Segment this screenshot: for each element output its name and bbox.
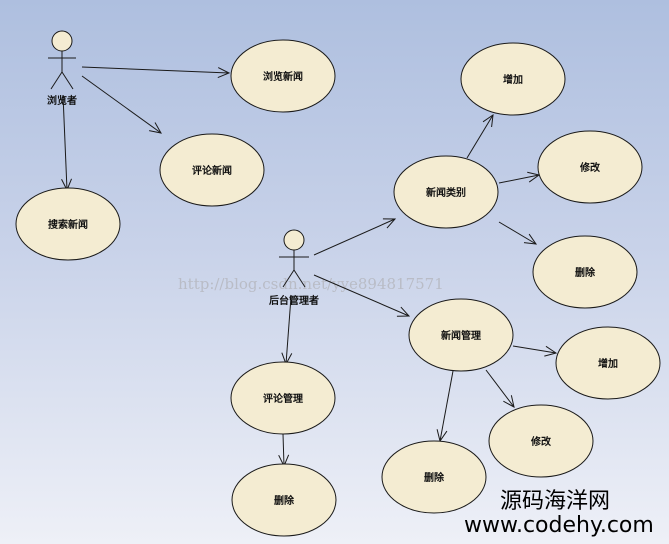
association-news-category-to-category-add <box>466 113 494 159</box>
usecase-category-edit: 修改 <box>537 130 643 204</box>
association-news-category-to-category-edit <box>498 171 541 184</box>
usecase-category-edit-label: 修改 <box>579 161 601 174</box>
association-news-manage-to-manage-edit <box>485 369 515 408</box>
association-admin-to-comment-manage <box>281 296 293 366</box>
usecase-search-news-label: 搜索新闻 <box>48 218 88 231</box>
actor-admin-left-leg <box>282 269 295 288</box>
usecase-comment-manage: 评论管理 <box>230 361 336 435</box>
usecase-manage-edit-label: 修改 <box>530 435 552 448</box>
usecase-news-category: 新闻类别 <box>393 155 499 229</box>
association-browser-to-browse-news <box>81 66 231 79</box>
usecase-manage-delete: 删除 <box>381 440 487 514</box>
association-admin-to-news-manage <box>313 274 411 317</box>
usecase-category-delete: 删除 <box>532 235 638 309</box>
actor-admin-head <box>283 229 305 251</box>
usecase-comment-news: 评论新闻 <box>159 133 265 207</box>
watermark-blog-url: http://blog.csdn.net/yye894817571 <box>178 275 444 293</box>
association-comment-manage-to-comment-delete <box>278 433 290 468</box>
usecase-comment-manage-label: 评论管理 <box>263 392 303 405</box>
association-news-category-to-category-delete <box>498 221 538 245</box>
actor-admin: 后台管理者 <box>269 229 319 307</box>
watermark-site-url: www.codehy.com <box>464 513 654 538</box>
usecase-manage-add: 增加 <box>555 326 661 400</box>
actor-browser: 浏览者 <box>47 30 77 107</box>
usecase-news-category-label: 新闻类别 <box>426 186 466 199</box>
watermark-site-name: 源码海洋网 <box>500 489 610 514</box>
usecase-news-manage-label: 新闻管理 <box>441 329 481 342</box>
association-admin-to-news-category <box>313 218 397 256</box>
actor-browser-label: 浏览者 <box>47 94 77 107</box>
actor-admin-right-leg <box>293 269 306 288</box>
usecase-news-manage: 新闻管理 <box>408 298 514 372</box>
usecase-manage-edit: 修改 <box>488 404 594 478</box>
usecase-comment-news-label: 评论新闻 <box>192 164 232 177</box>
usecase-category-add-label: 增加 <box>503 73 523 86</box>
usecase-comment-delete-label: 删除 <box>274 494 295 507</box>
association-lines <box>61 66 558 468</box>
usecase-comment-delete: 删除 <box>231 463 337 537</box>
association-browser-to-comment-news <box>81 75 162 134</box>
usecase-browse-news: 浏览新闻 <box>230 39 336 113</box>
usecase-category-delete-label: 删除 <box>575 266 596 279</box>
actor-browser-right-leg <box>61 71 74 90</box>
association-browser-to-search-news <box>61 94 72 192</box>
usecase-browse-news-label: 浏览新闻 <box>263 70 303 83</box>
association-news-manage-to-manage-delete <box>436 370 454 443</box>
usecase-manage-delete-label: 删除 <box>424 471 445 484</box>
actor-admin-label: 后台管理者 <box>269 294 319 307</box>
usecase-category-add: 增加 <box>460 42 566 116</box>
actor-browser-left-leg <box>50 71 63 90</box>
association-news-manage-to-manage-add <box>512 345 558 357</box>
usecase-manage-add-label: 增加 <box>598 357 618 370</box>
actor-browser-head <box>51 30 73 52</box>
usecase-search-news: 搜索新闻 <box>15 187 121 261</box>
